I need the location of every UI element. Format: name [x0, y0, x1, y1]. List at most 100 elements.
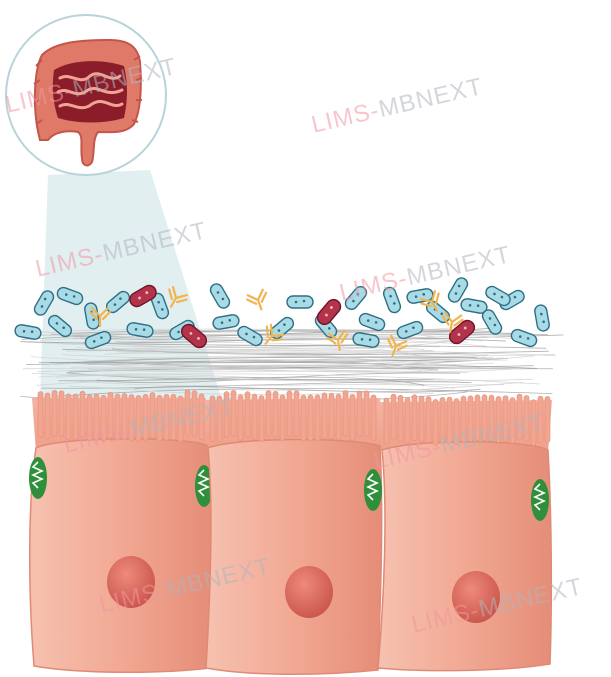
nucleus-icon: [107, 556, 155, 608]
microvillus: [115, 394, 120, 440]
microvillus: [231, 390, 236, 436]
microvillus: [343, 391, 348, 437]
microvillus: [245, 392, 250, 438]
microvillus: [150, 392, 155, 438]
microvillus: [238, 395, 243, 441]
microvillus: [52, 390, 57, 436]
microvillus: [38, 391, 43, 437]
microvillus: [164, 394, 169, 440]
epithelial-cell-left: [29, 398, 213, 672]
microvillus: [59, 391, 64, 437]
microvillus: [287, 391, 292, 437]
bacteria-icon: [236, 324, 265, 347]
microvillus: [357, 391, 362, 437]
bacteria-icon: [343, 284, 369, 312]
microvillus: [157, 395, 162, 441]
microvillus: [301, 395, 306, 441]
microvillus: [73, 394, 78, 440]
microvillus: [538, 396, 543, 442]
microvillus: [440, 397, 445, 443]
colon-inset: [6, 15, 166, 175]
microvillus: [489, 395, 494, 441]
antibody-icon: [246, 289, 271, 313]
microvillus: [80, 391, 85, 437]
microvillus: [178, 396, 183, 442]
microvillus: [447, 397, 452, 443]
bacteria-icon: [14, 324, 42, 340]
microvillus: [136, 395, 141, 441]
bacteria-icon: [287, 296, 313, 308]
microvillus: [405, 398, 410, 444]
microvillus: [531, 400, 536, 446]
microvillus: [224, 392, 229, 438]
epithelial-cell: [206, 440, 382, 675]
microvillus: [517, 394, 522, 440]
microvillus: [350, 394, 355, 440]
microvillus: [252, 394, 257, 440]
microvillus: [336, 394, 341, 440]
bacteria-icon: [208, 282, 231, 311]
microvillus: [496, 396, 501, 442]
microvillus: [433, 399, 438, 445]
microvillus: [524, 395, 529, 441]
microvillus: [280, 395, 285, 441]
bacteria-icon: [424, 299, 452, 325]
nucleus-icon: [285, 566, 333, 618]
bacteria-icon: [534, 304, 550, 332]
microvillus: [412, 395, 417, 441]
microvillus: [294, 391, 299, 437]
microvillus: [122, 393, 127, 439]
microvillus: [101, 395, 106, 441]
epithelial-cell: [30, 439, 213, 673]
microvillus: [171, 394, 176, 440]
epithelial-cell: [378, 442, 551, 671]
bacteria-icon: [382, 286, 402, 315]
microvillus: [384, 398, 389, 444]
microvillus: [419, 396, 424, 442]
epithelial-cell-middle: [204, 398, 382, 674]
microvillus: [475, 395, 480, 441]
nucleus-icon: [452, 571, 500, 623]
bacteria-icon: [212, 314, 240, 330]
microvillus: [510, 398, 515, 444]
microvillus: [371, 395, 376, 441]
microvillus: [210, 396, 215, 442]
microvillus: [315, 395, 320, 441]
microvillus: [143, 394, 148, 440]
microvillus: [454, 399, 459, 445]
microvillus: [66, 394, 71, 440]
microvillus: [94, 394, 99, 440]
microvillus: [308, 395, 313, 441]
mitochondria-icon: [364, 469, 382, 511]
microvillus: [426, 397, 431, 443]
bacteria-icon: [480, 308, 503, 337]
mitochondria-icon: [29, 457, 47, 499]
microvillus: [329, 393, 334, 439]
microvillus: [185, 390, 190, 436]
microvillus: [129, 395, 134, 441]
microvillus: [108, 392, 113, 438]
microvillus: [322, 393, 327, 439]
microvillus: [468, 396, 473, 442]
microvillus: [273, 391, 278, 437]
microvillus: [87, 395, 92, 441]
bacteria-icon: [510, 328, 539, 348]
microvillus: [482, 395, 487, 441]
microvillus: [199, 394, 204, 440]
bacteria-icon: [484, 284, 513, 307]
microvillus: [503, 396, 508, 442]
microvillus: [545, 396, 550, 442]
microvillus: [192, 391, 197, 437]
microvillus: [259, 396, 264, 442]
microvillus: [461, 396, 466, 442]
microvillus: [266, 391, 271, 437]
microvillus: [217, 396, 222, 442]
microvillus: [398, 395, 403, 441]
pathogenic-bacteria-icon: [315, 297, 344, 327]
mitochondria-icon: [531, 479, 549, 521]
microvillus: [364, 391, 369, 437]
microvillus: [391, 394, 396, 440]
microvillus: [45, 393, 50, 439]
bacteria-icon: [358, 312, 387, 332]
